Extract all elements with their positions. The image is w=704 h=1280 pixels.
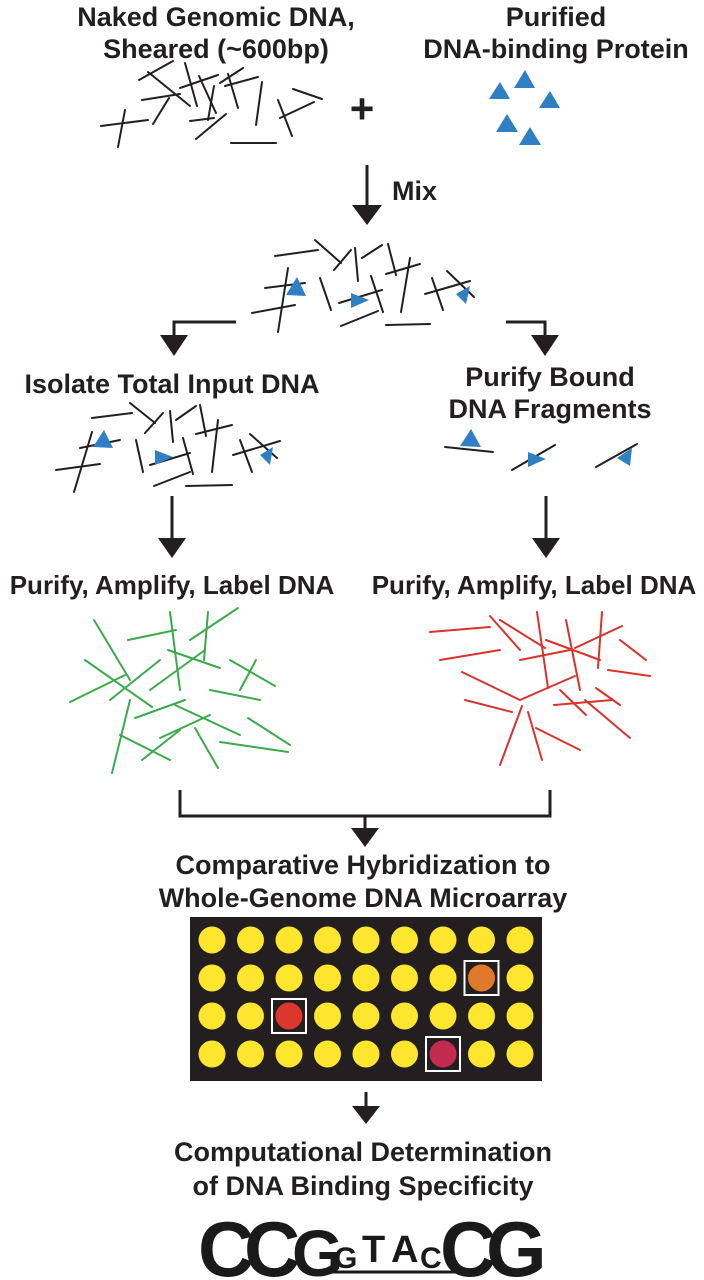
array-spot: [275, 1040, 303, 1068]
protein-label-line2: DNA-binding Protein: [423, 34, 688, 64]
protein-triangle: [460, 429, 481, 447]
array-spot: [314, 1002, 341, 1030]
naked-dna-label-line2: Sheared (~600bp): [103, 34, 329, 64]
branch-left-arrow: [160, 320, 236, 356]
array-spot: [391, 926, 418, 954]
protein-triangle: [528, 452, 546, 467]
array-spot: [314, 1040, 341, 1068]
protein-triangle: [519, 127, 541, 145]
array-spot: [314, 964, 341, 992]
protein-label-line1: Purified: [506, 2, 607, 32]
red-labeled-dna: [429, 611, 651, 766]
logo-letter: C: [420, 1242, 442, 1275]
logo-letter: G: [334, 1242, 357, 1275]
array-spot: [468, 1002, 495, 1030]
protein-triangle: [93, 430, 113, 448]
highlight-box: [425, 1036, 461, 1072]
highlight-box: [271, 998, 307, 1034]
hybridization-label-line1: Comparative Hybridization to: [175, 850, 550, 880]
array-spot: [506, 1002, 534, 1030]
logo-letter: C: [440, 1205, 496, 1280]
microarray: [190, 917, 542, 1081]
right-down-arrow: [532, 496, 560, 558]
array-spot: [352, 926, 380, 954]
logo-letter: G: [292, 1216, 343, 1280]
array-spot: [237, 1002, 264, 1030]
left-down-arrow: [158, 496, 186, 558]
protein-triangle: [260, 447, 273, 465]
array-spot: [429, 926, 457, 954]
array-spot: [429, 964, 457, 992]
sheared-dna-cluster: [100, 60, 323, 148]
array-spot: [506, 926, 534, 954]
array-spot: [275, 926, 303, 954]
computational-label-line1: Computational Determination: [174, 1137, 552, 1167]
logo-letter: G: [486, 1205, 547, 1280]
highlight-box: [463, 960, 500, 996]
array-spot: [391, 1002, 418, 1030]
array-spot: [391, 1040, 418, 1068]
highlighted-spot: [429, 1040, 457, 1068]
array-spot: [237, 964, 264, 992]
highlighted-spot: [275, 1002, 303, 1030]
array-spot: [468, 926, 495, 954]
merge-bracket: [178, 790, 552, 847]
array-spot: [352, 1040, 380, 1068]
array-spot: [275, 964, 303, 992]
bound-dna-fragments: [444, 429, 638, 471]
logo-letter: A: [391, 1229, 418, 1271]
protein-triangle: [496, 114, 518, 132]
array-spot: [391, 964, 418, 992]
naked-dna-label-line1: Naked Genomic DNA,: [77, 2, 355, 32]
protein-triangle: [617, 448, 632, 466]
array-spot: [468, 1040, 495, 1068]
array-spot: [198, 926, 226, 954]
purify-amplify-right-label: Purify, Amplify, Label DNA: [372, 570, 697, 600]
purify-bound-label-line2: DNA Fragments: [448, 394, 651, 424]
final-down-arrow: [352, 1092, 380, 1124]
protein-triangle: [456, 286, 470, 304]
array-spot: [237, 926, 264, 954]
total-input-dna-cluster: [55, 402, 281, 493]
logo-letter: C: [244, 1205, 300, 1280]
protein-triangle: [351, 293, 369, 308]
highlighted-spot: [468, 964, 495, 992]
logo-letter: C: [198, 1205, 254, 1280]
array-spot: [198, 1002, 226, 1030]
protein-triangle: [489, 82, 510, 99]
mix-label: Mix: [392, 176, 437, 206]
protein-triangle: [539, 91, 560, 108]
mix-arrow: [352, 165, 382, 225]
mixed-dna-cluster: [251, 239, 475, 333]
protein-triangle: [286, 277, 306, 296]
protein-triangle: [155, 450, 173, 465]
purify-bound-label-line1: Purify Bound: [465, 362, 635, 392]
array-spot: [314, 926, 341, 954]
computational-label-line2: of DNA Binding Specificity: [192, 1171, 533, 1201]
array-spot: [237, 1040, 264, 1068]
green-labeled-dna: [69, 607, 291, 774]
logo-letter: T: [362, 1229, 385, 1271]
protein-triangle: [514, 70, 535, 88]
hybridization-label-line2: Whole-Genome DNA Microarray: [159, 883, 568, 913]
array-spot: [198, 1040, 226, 1068]
purify-amplify-left-label: Purify, Amplify, Label DNA: [10, 570, 335, 600]
array-spot: [429, 1002, 457, 1030]
protein-triangles: [489, 70, 560, 145]
sequence-logo: C C G G T A C C G: [198, 1205, 547, 1280]
array-spot: [198, 964, 226, 992]
array-spot: [506, 964, 534, 992]
plus-sign: +: [350, 85, 375, 132]
array-spot: [506, 1040, 534, 1068]
branch-right-arrow: [506, 320, 559, 356]
array-spot: [352, 964, 380, 992]
array-spot: [352, 1002, 380, 1030]
isolate-total-label: Isolate Total Input DNA: [25, 369, 320, 399]
